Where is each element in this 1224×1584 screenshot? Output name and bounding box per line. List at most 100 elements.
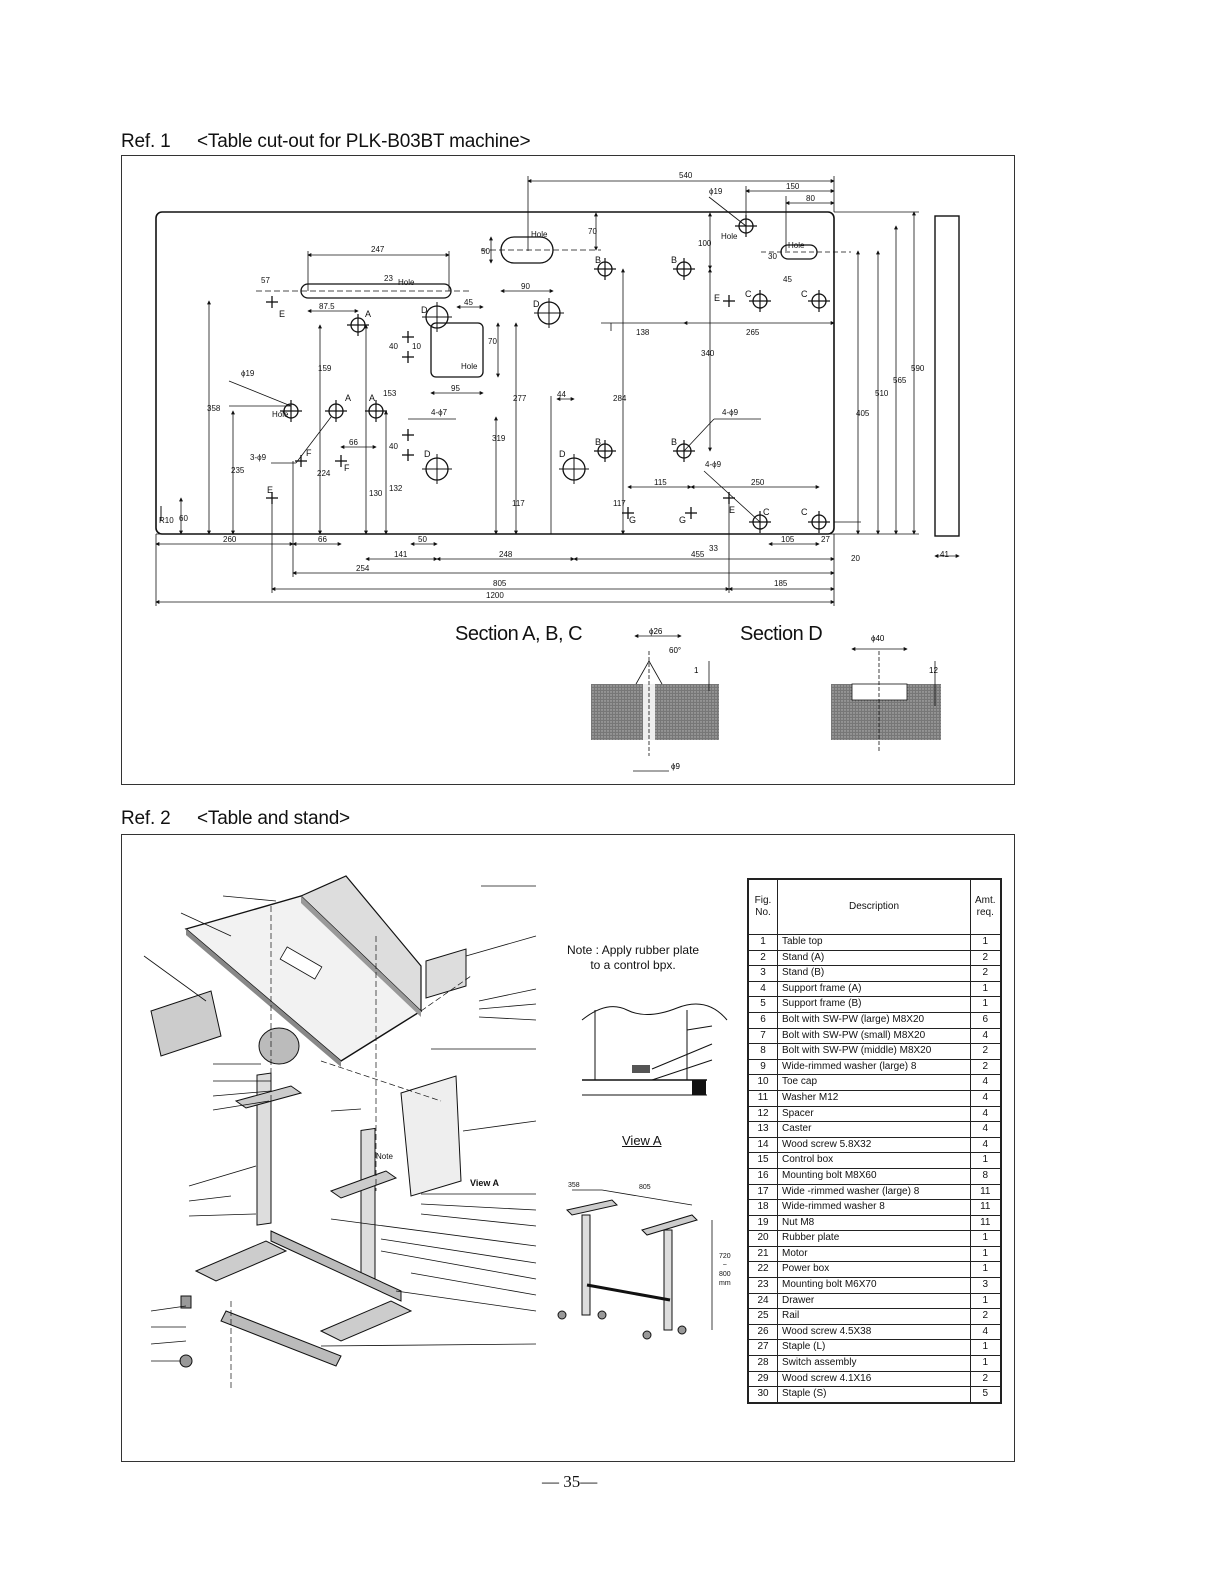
part-amount: 2 bbox=[969, 1043, 1002, 1060]
part-amount: 4 bbox=[969, 1105, 1002, 1123]
label-G-1: G bbox=[629, 515, 636, 525]
view-a-arrow-label: View A bbox=[470, 1178, 500, 1188]
square-cutout bbox=[430, 322, 484, 378]
part-no: 16 bbox=[747, 1167, 778, 1185]
dim-20: 20 bbox=[851, 554, 860, 563]
label-hole-3: Hole bbox=[531, 230, 548, 239]
ref2-drawing-panel: Note : Apply rubber plate to a control b… bbox=[121, 834, 1015, 1462]
label-F-1: F bbox=[306, 448, 312, 458]
part-no: 29 bbox=[747, 1370, 778, 1388]
dim-phi40: ϕ40 bbox=[871, 634, 885, 643]
part-no: 4 bbox=[747, 980, 778, 998]
dim-40a: 40 bbox=[389, 342, 398, 351]
part-description: Bolt with SW-PW (middle) M8X20 bbox=[777, 1043, 971, 1060]
dim-45a: 45 bbox=[464, 298, 473, 307]
dim-4-phi7: 4-ϕ7 bbox=[431, 408, 448, 417]
dim-265: 265 bbox=[746, 328, 760, 337]
dim-250: 250 bbox=[751, 478, 765, 487]
part-description: Rail bbox=[777, 1308, 971, 1325]
part-amount: 1 bbox=[969, 996, 1002, 1013]
part-amount: 1 bbox=[969, 1339, 1002, 1357]
part-amount: 4 bbox=[969, 1136, 1002, 1154]
label-E-1: E bbox=[279, 309, 285, 319]
dim-phi9-section: ϕ9 bbox=[671, 762, 680, 771]
dim-235: 235 bbox=[231, 466, 245, 475]
header-description: Description bbox=[777, 878, 971, 935]
dim-1200: 1200 bbox=[486, 591, 504, 600]
part-amount: 11 bbox=[969, 1183, 1002, 1201]
page-number: — 35— bbox=[542, 1472, 598, 1491]
radius-r10: R10 bbox=[159, 516, 174, 525]
part-no: 15 bbox=[747, 1152, 778, 1169]
dim-23: 23 bbox=[384, 274, 393, 283]
label-D-3: D bbox=[424, 449, 431, 459]
dim-33: 33 bbox=[709, 544, 718, 553]
part-description: Stand (A) bbox=[777, 949, 971, 967]
dim-12: 12 bbox=[929, 666, 938, 675]
label-A-2: A bbox=[345, 393, 351, 403]
part-no: 13 bbox=[747, 1121, 778, 1138]
part-no: 21 bbox=[747, 1245, 778, 1263]
dim-277: 277 bbox=[513, 394, 527, 403]
part-amount: 2 bbox=[969, 1370, 1002, 1388]
dim-45b: 45 bbox=[783, 275, 792, 284]
part-description: Spacer bbox=[777, 1105, 971, 1123]
part-description: Power box bbox=[777, 1261, 971, 1279]
dim-50b: 50 bbox=[418, 535, 427, 544]
part-amount: 1 bbox=[969, 934, 1002, 951]
dim-115: 115 bbox=[654, 478, 667, 487]
label-hole-6: Hole bbox=[272, 410, 289, 419]
part-amount: 11 bbox=[969, 1199, 1002, 1216]
part-description: Rubber plate bbox=[777, 1230, 971, 1247]
label-E-4: E bbox=[729, 505, 735, 515]
stand-dimension-inset bbox=[557, 1189, 713, 1340]
dim-30: 30 bbox=[768, 252, 777, 261]
part-description: Mounting bolt M6X70 bbox=[777, 1277, 971, 1294]
label-C-2: C bbox=[801, 289, 808, 299]
part-amount: 1 bbox=[969, 980, 1002, 998]
part-no: 3 bbox=[747, 965, 778, 982]
table-stand-exploded-view bbox=[143, 875, 537, 1391]
dim-138: 138 bbox=[636, 328, 650, 337]
dim-4-phi9-b: 4-ϕ9 bbox=[705, 460, 722, 469]
table-side-view bbox=[934, 215, 960, 537]
part-amount: 1 bbox=[969, 1355, 1002, 1372]
part-no: 25 bbox=[747, 1308, 778, 1325]
label-D-2: D bbox=[533, 299, 540, 309]
part-description: Staple (L) bbox=[777, 1339, 971, 1357]
dim-358: 358 bbox=[207, 404, 221, 413]
dim-40b: 40 bbox=[389, 442, 398, 451]
dim-100: 100 bbox=[698, 239, 712, 248]
label-D-1: D bbox=[421, 305, 428, 315]
part-no: 18 bbox=[747, 1199, 778, 1216]
part-amount: 2 bbox=[969, 1058, 1002, 1076]
part-amount: 3 bbox=[969, 1277, 1002, 1294]
dim-405: 405 bbox=[856, 409, 870, 418]
ref2-title: <Table and stand> bbox=[197, 808, 350, 829]
part-description: Switch assembly bbox=[777, 1355, 971, 1372]
label-A-3: A bbox=[369, 393, 375, 403]
dim-141: 141 bbox=[394, 550, 408, 559]
dim-90: 90 bbox=[521, 282, 530, 291]
dim-153: 153 bbox=[383, 389, 397, 398]
part-description: Wide-rimmed washer 8 bbox=[777, 1199, 971, 1216]
part-amount: 5 bbox=[969, 1386, 1002, 1404]
dim-117b: 117 bbox=[613, 499, 626, 508]
part-no: 7 bbox=[747, 1027, 778, 1045]
label-F-2: F bbox=[344, 463, 350, 473]
part-no: 17 bbox=[747, 1183, 778, 1201]
dim-510: 510 bbox=[875, 389, 889, 398]
